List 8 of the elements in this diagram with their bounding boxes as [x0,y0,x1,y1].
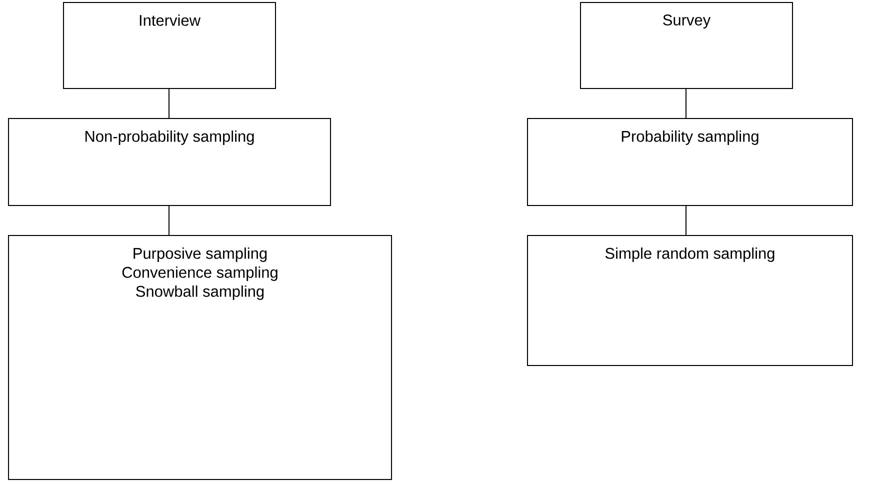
process-box: Probability sampling [527,118,853,206]
process-box: Interview [63,2,276,89]
process-box: Survey [580,2,793,89]
connector-line [168,88,170,118]
process-box: Non-probability sampling [8,118,331,206]
connector-line [168,206,170,236]
process-box: Purposive sampling Convenience sampling Snowball sampling [8,235,392,480]
process-box: Simple random sampling [527,235,853,366]
